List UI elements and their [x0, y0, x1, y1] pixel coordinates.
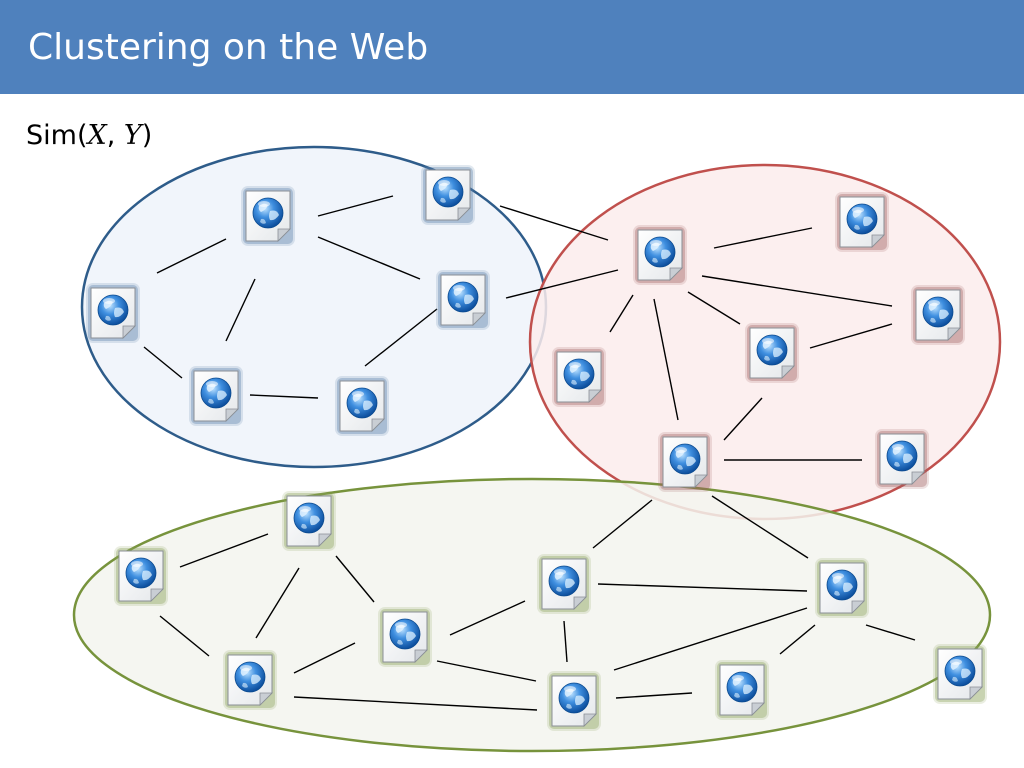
web-page-node-b2: [421, 165, 475, 225]
edge-line: [293, 696, 538, 711]
globe-icon: [432, 176, 464, 208]
edge-line: [449, 600, 526, 636]
globe-icon: [644, 236, 676, 268]
web-page-node-r6: [658, 432, 712, 492]
edge-line: [713, 227, 813, 249]
edge-line: [249, 394, 319, 399]
web-page-node-b6: [335, 376, 389, 436]
edge-line: [711, 495, 809, 559]
globe-icon: [563, 358, 595, 390]
globe-icon: [846, 203, 878, 235]
edge-line: [779, 624, 816, 655]
globe-icon: [234, 661, 266, 693]
formula-sep: ,: [106, 120, 124, 151]
edge-line: [499, 205, 609, 241]
edge-line: [293, 642, 356, 674]
web-page-node-g6: [223, 650, 277, 710]
page-title: Clustering on the Web: [28, 27, 429, 68]
web-page-node-r2: [835, 192, 889, 252]
globe-icon: [922, 296, 954, 328]
web-page-node-r3: [911, 285, 965, 345]
web-page-node-g4: [815, 558, 869, 618]
web-page-node-g3: [537, 554, 591, 614]
edge-line: [143, 346, 183, 379]
edge-line: [809, 323, 893, 349]
edge-line: [653, 298, 679, 421]
globe-icon: [447, 281, 479, 313]
edge-line: [335, 555, 375, 603]
formula-suffix: ): [141, 120, 153, 151]
edge-line: [225, 278, 256, 342]
edge-line: [609, 294, 634, 333]
globe-icon: [389, 618, 421, 650]
formula-var-x: X: [87, 120, 107, 151]
web-page-node-g5: [378, 607, 432, 667]
web-page-node-b1: [241, 186, 295, 246]
web-page-node-b3: [86, 283, 140, 343]
web-page-node-g9: [933, 644, 987, 704]
globe-icon: [669, 443, 701, 475]
edge-line: [156, 238, 227, 274]
web-page-node-b4: [436, 270, 490, 330]
edge-line: [179, 533, 269, 568]
globe-icon: [756, 334, 788, 366]
edge-line: [592, 499, 653, 549]
globe-icon: [252, 197, 284, 229]
edge-line: [615, 692, 693, 699]
edge-line: [364, 308, 438, 367]
globe-icon: [200, 377, 232, 409]
globe-icon: [558, 682, 590, 714]
web-page-node-g7: [547, 671, 601, 731]
globe-icon: [125, 557, 157, 589]
edge-line: [436, 660, 537, 682]
globe-icon: [548, 565, 580, 597]
web-page-node-r1: [633, 225, 687, 285]
globe-icon: [293, 502, 325, 534]
formula-var-y: Y: [123, 120, 142, 151]
globe-icon: [346, 387, 378, 419]
web-page-node-g1: [282, 491, 336, 551]
web-page-node-r5: [552, 347, 606, 407]
edge-line: [317, 195, 394, 217]
web-page-node-r4: [745, 323, 799, 383]
edge-line: [723, 397, 763, 441]
edge-line: [687, 291, 741, 325]
globe-icon: [944, 655, 976, 687]
edges-layer: [143, 195, 916, 711]
edge-line: [597, 583, 808, 592]
edge-line: [865, 624, 916, 641]
globe-icon: [726, 671, 758, 703]
globe-icon: [886, 440, 918, 472]
formula-prefix: Sim(: [26, 120, 88, 151]
nodes-layer: [86, 165, 987, 731]
title-bar: Clustering on the Web: [0, 0, 1024, 94]
edge-line: [701, 275, 893, 307]
web-page-node-g2: [114, 546, 168, 606]
web-page-node-b5: [189, 366, 243, 426]
similarity-formula: Sim(X, Y): [26, 120, 152, 151]
edge-line: [317, 236, 421, 280]
globe-icon: [826, 569, 858, 601]
edge-line: [255, 567, 300, 639]
edge-line: [159, 615, 210, 657]
web-page-node-r7: [875, 429, 929, 489]
edge-line: [563, 620, 568, 663]
web-page-node-g8: [715, 660, 769, 720]
globe-icon: [97, 294, 129, 326]
edge-line: [505, 269, 619, 299]
edge-line: [613, 607, 808, 671]
